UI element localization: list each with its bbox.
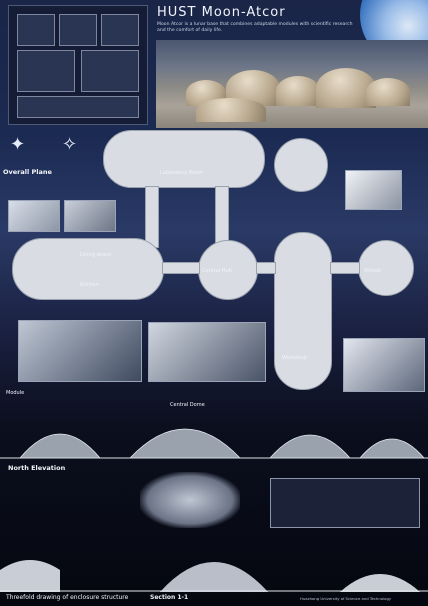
dome bbox=[276, 76, 320, 106]
footer-3d-label: Threefold drawing of enclosure structure bbox=[6, 594, 129, 601]
dome bbox=[196, 98, 266, 122]
plan-module-vertical bbox=[274, 232, 332, 390]
plan-corridor bbox=[256, 262, 276, 274]
concept-sketch-panel bbox=[8, 5, 148, 125]
footer-section-label: Section 1-1 bbox=[150, 594, 189, 601]
sparkle-icon: ✧ bbox=[62, 134, 78, 155]
hero-render bbox=[156, 40, 428, 128]
poster-title: HUST Moon-Atcor bbox=[157, 5, 286, 20]
north-elevation-heading: North Elevation bbox=[8, 464, 66, 472]
elevation-label-left: Module bbox=[6, 390, 25, 396]
sketch-thumb bbox=[17, 50, 75, 92]
interior-photo bbox=[148, 322, 266, 382]
plan-label-lower: Workshop bbox=[282, 355, 307, 361]
plan-label-left: Living space bbox=[80, 252, 112, 258]
exploded-axon bbox=[140, 472, 240, 528]
sketch-thumb bbox=[101, 14, 139, 46]
footer-credit: Huazhong University of Science and Techn… bbox=[300, 596, 392, 601]
sketch-thumb bbox=[17, 96, 139, 118]
plan-corridor bbox=[330, 262, 360, 274]
poster-subtitle: Moon Atcor is a lunar base that combines… bbox=[157, 22, 353, 33]
plan-hub bbox=[198, 240, 258, 300]
plan-round-right bbox=[358, 240, 414, 296]
plan-label-left-sub: Kitchen bbox=[80, 282, 99, 288]
dome bbox=[366, 78, 410, 106]
interior-photo bbox=[345, 170, 402, 210]
elevation-label-center: Central Dome bbox=[170, 402, 205, 408]
elevation-drawing bbox=[0, 390, 428, 460]
sketch-thumb bbox=[17, 14, 55, 46]
section-drawing bbox=[0, 540, 428, 592]
plan-corridor bbox=[162, 262, 200, 274]
sparkle-icon: ✦ bbox=[10, 134, 26, 155]
plan-corridor bbox=[145, 186, 159, 248]
interior-photo bbox=[64, 200, 116, 232]
section-svg bbox=[0, 560, 428, 592]
plan-corridor bbox=[215, 186, 229, 248]
interior-photo bbox=[18, 320, 142, 382]
plan-module-top bbox=[103, 130, 265, 188]
sketch-thumb bbox=[81, 50, 139, 92]
interior-photo bbox=[343, 338, 425, 392]
overall-plan-heading: Overall Plane bbox=[3, 168, 52, 176]
plan-module-left bbox=[12, 238, 164, 300]
plan-label-far-right: Airlock bbox=[364, 268, 381, 274]
sketch-thumb bbox=[59, 14, 97, 46]
plan-label-top: Laboratory Room bbox=[160, 170, 204, 176]
plan-round-top bbox=[274, 138, 328, 192]
interior-photo bbox=[8, 200, 60, 232]
process-diagram bbox=[270, 478, 420, 528]
elevation-svg bbox=[0, 428, 428, 459]
plan-label-hub: Central Hub bbox=[202, 268, 232, 274]
